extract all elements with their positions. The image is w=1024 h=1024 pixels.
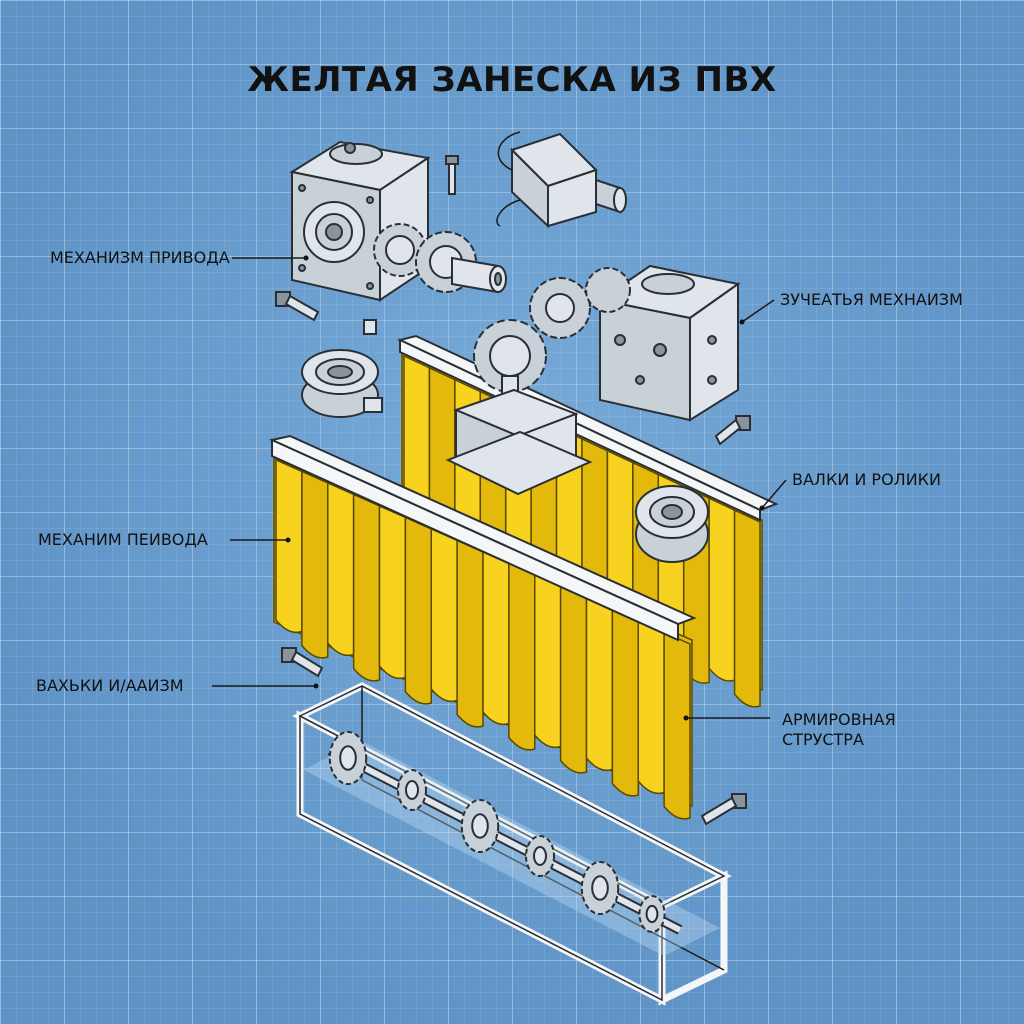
- shaft-gear-hub: [645, 904, 659, 924]
- label-drive-mechanism-2: МЕХАНИМ ПЕИВОДА: [38, 530, 208, 549]
- curtain-front: [268, 434, 697, 820]
- center-drive-assembly: [445, 319, 593, 496]
- bolt-4: [700, 793, 747, 826]
- curtain-front-fold: [327, 481, 355, 657]
- shaft-gear-hub: [533, 846, 547, 866]
- bolt-3: [281, 647, 324, 678]
- bearing-left: [301, 319, 383, 418]
- curtain-front-fold: [352, 493, 381, 682]
- curtain-front-fold: [559, 585, 588, 774]
- shaft-gear-hub: [339, 745, 357, 771]
- curtain-front-fold: [482, 550, 510, 726]
- label-reinforced-structure: АРМИРОВНАЯ СТРУСТРА: [782, 710, 896, 749]
- shaft-gear-hub: [471, 813, 489, 839]
- curtain-front-fold: [275, 458, 303, 634]
- bolt-2: [714, 415, 751, 446]
- curtain-front-fold: [456, 539, 484, 728]
- curtain-front-fold: [534, 573, 562, 749]
- label-rollers: ВАЛКИ И РОЛИКИ: [792, 470, 941, 489]
- curtain-front-fold: [508, 562, 536, 751]
- curtain-front-fold: [404, 516, 432, 705]
- leader-lines: [212, 255, 787, 721]
- diagram-title: ЖЕЛТАЯ ЗАНЕСКА ИЗ ПВХ: [247, 60, 777, 100]
- curtain-front-fold: [430, 527, 458, 703]
- bottom-frame: [292, 682, 732, 1006]
- label-gear-mechanism: ЗУЧЕАТЬЯ МЕХНАИЗМ: [780, 290, 963, 309]
- bearing-right: [635, 485, 709, 563]
- curtain-front-fold: [611, 608, 639, 797]
- label-rollers-mechanism: ВАХЬКИ И/ААИЗМ: [36, 676, 184, 695]
- label-drive-mechanism: МЕХАНИЗМ ПРИВОДА: [50, 248, 230, 267]
- curtain-front-fold: [301, 470, 329, 659]
- curtain-front-fold: [637, 619, 665, 795]
- gear-mechanism-box: [529, 264, 741, 422]
- shaft-gear-hub: [591, 875, 609, 901]
- curtain-front-fold: [585, 596, 614, 772]
- bolt-1: [275, 291, 320, 322]
- electric-motor: [445, 131, 627, 229]
- curtain-front-fold: [378, 504, 407, 680]
- curtain-back-fold: [733, 508, 761, 708]
- shaft-gear-hub: [405, 780, 419, 800]
- curtain-back-fold: [708, 497, 736, 682]
- drive-gear-train: [373, 223, 507, 294]
- drive-gearbox: [289, 140, 431, 302]
- curtain-front-fold: [663, 631, 691, 820]
